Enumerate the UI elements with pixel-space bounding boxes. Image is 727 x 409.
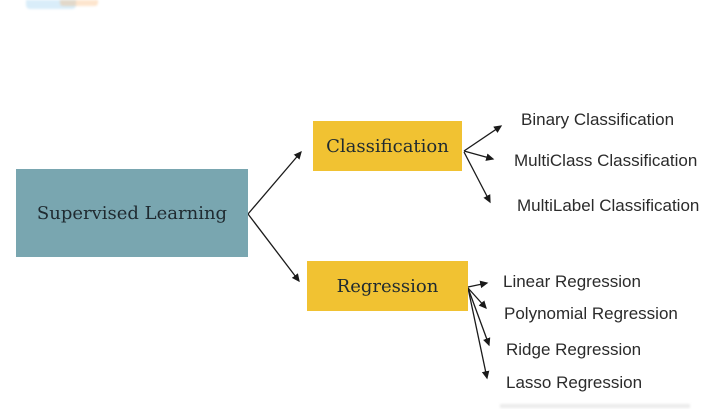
cropped-logo-artifact-orange: [60, 0, 98, 6]
arrow-classification-to-binary: [463, 125, 503, 152]
node-classification-label: Classification: [326, 135, 449, 157]
cropped-edge-artifact-bottom: [500, 404, 690, 408]
node-supervised-learning: Supervised Learning: [16, 169, 248, 257]
node-regression-label: Regression: [336, 275, 439, 297]
leaf-binary-classification: Binary Classification: [521, 110, 675, 129]
leaf-lasso-regression: Lasso Regression: [506, 373, 643, 392]
arrow-regression-to-polynomial: [467, 287, 487, 310]
leaf-linear-regression: Linear Regression: [503, 272, 641, 291]
node-regression: Regression: [307, 261, 468, 311]
leaf-ridge-regression: Ridge Regression: [506, 340, 642, 359]
arrow-regression-to-ridge: [467, 287, 491, 347]
arrow-regression-to-lasso: [467, 287, 490, 380]
arrow-classification-to-multiclass: [463, 150, 495, 161]
node-supervised-learning-label: Supervised Learning: [36, 202, 228, 224]
arrow-root-to-classification: [247, 150, 302, 215]
cropped-logo-artifact-blue: [26, 0, 76, 9]
arrow-classification-to-multilabel: [463, 151, 491, 204]
arrow-root-to-regression: [247, 213, 300, 283]
leaf-multiclass-classification: MultiClass Classification: [514, 151, 698, 170]
arrow-regression-to-linear: [467, 280, 489, 289]
leaf-multilabel-classification: MultiLabel Classification: [517, 196, 700, 215]
leaf-polynomial-regression: Polynomial Regression: [504, 304, 678, 323]
node-classification: Classification: [313, 121, 462, 171]
